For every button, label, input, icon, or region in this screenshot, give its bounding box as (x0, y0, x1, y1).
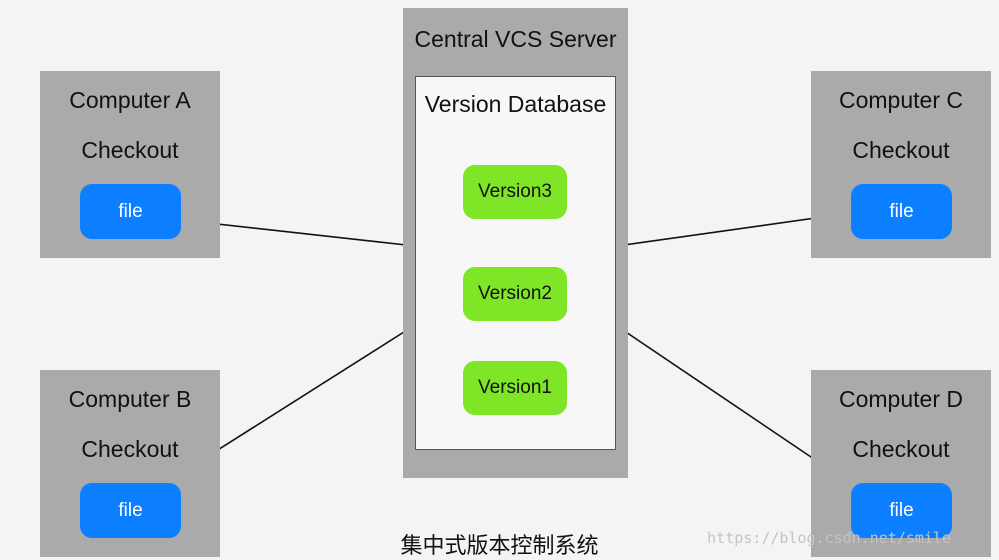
database-title: Version Database (424, 91, 607, 117)
computer-c-title: Computer C (839, 87, 963, 113)
server-title: Central VCS Server (414, 26, 617, 52)
version-1-node: Version1 (463, 361, 567, 415)
computer-c-checkout-label: Checkout (852, 137, 950, 163)
computer-b-panel: Computer B Checkout file (40, 370, 220, 557)
version-2-node: Version2 (463, 267, 567, 321)
version-database-box: Version Database Version3 Version2 Versi… (415, 76, 616, 450)
computer-b-file: file (80, 483, 181, 538)
version-3-node: Version3 (463, 165, 567, 219)
computer-a-title: Computer A (69, 87, 191, 113)
computer-c-panel: Computer C Checkout file (811, 71, 991, 258)
computer-a-checkout-label: Checkout (81, 137, 179, 163)
computer-c-file: file (851, 184, 952, 239)
computer-d-file: file (851, 483, 952, 538)
arrow-to-computer-b (182, 324, 416, 473)
computer-a-panel: Computer A Checkout file (40, 71, 220, 258)
watermark-url: https://blog.csdn.net/smile (707, 529, 951, 547)
computer-b-title: Computer B (68, 386, 192, 412)
computer-d-panel: Computer D Checkout file (811, 370, 991, 557)
computer-b-checkout-label: Checkout (81, 436, 179, 462)
computer-d-checkout-label: Checkout (852, 436, 950, 462)
central-vcs-server-panel: Central VCS Server Version Database Vers… (403, 8, 628, 478)
diagram-caption: 集中式版本控制系统 (400, 534, 599, 559)
computer-a-file: file (80, 184, 181, 239)
arrow-to-computer-a (180, 217, 416, 247)
computer-d-title: Computer D (839, 386, 963, 412)
